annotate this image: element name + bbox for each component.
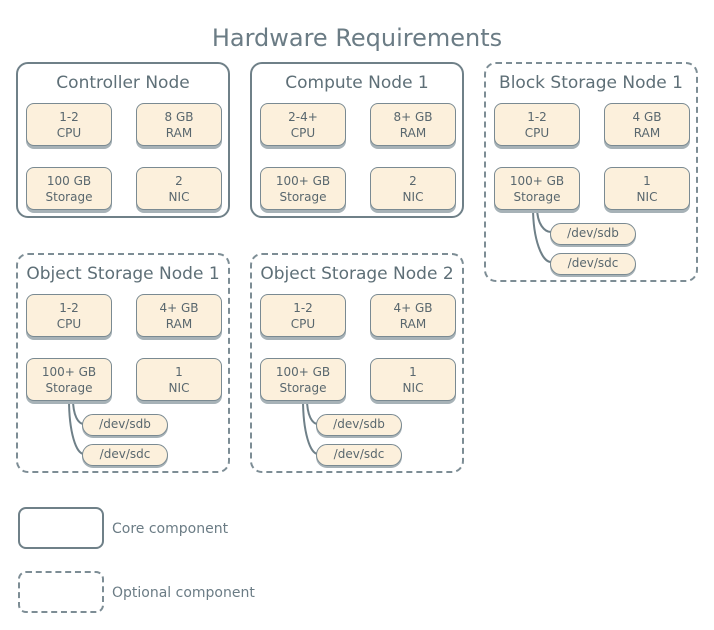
storage-value: 100+ GB [275,173,331,188]
block-storage-node-title: Block Storage Node 1 [499,73,683,93]
cpu-label: CPU [56,316,82,331]
disk-sdc: /dev/sdc [316,444,402,466]
storage-chip: 100 GB Storage [26,167,112,210]
nic-value: 1 [643,173,651,188]
object-storage-node-2: Object Storage Node 2 1-2 CPU 4+ GB RAM … [250,253,464,473]
cpu-chip: 1-2 CPU [260,294,346,337]
cpu-value: 1-2 [59,300,79,315]
cpu-chip: 1-2 CPU [494,103,580,146]
object-storage-node-2-title: Object Storage Node 2 [260,264,454,284]
storage-label: Storage [513,189,561,204]
ram-value: 4 GB [632,109,662,124]
ram-chip: 8 GB RAM [136,103,222,146]
nic-value: 1 [409,364,417,379]
disk-sdc: /dev/sdc [550,253,636,275]
object-storage-node-1: Object Storage Node 1 1-2 CPU 4+ GB RAM … [16,253,230,473]
ram-chip: 8+ GB RAM [370,103,456,146]
nic-value: 1 [175,364,183,379]
controller-node-title: Controller Node [56,73,190,93]
nic-chip: 2 NIC [370,167,456,210]
disk-sdb: /dev/sdb [316,414,402,436]
ram-chip: 4+ GB RAM [370,294,456,337]
disk-sdb: /dev/sdb [82,414,168,436]
cpu-value: 1-2 [293,300,313,315]
storage-value: 100+ GB [275,364,331,379]
ram-value: 4+ GB [393,300,433,315]
nic-label: NIC [402,189,424,204]
disk-sdc: /dev/sdc [82,444,168,466]
ram-label: RAM [165,316,193,331]
nic-label: NIC [168,380,190,395]
diagram-title: Hardware Requirements [211,24,503,52]
cpu-chip: 2-4+ CPU [260,103,346,146]
storage-value: 100+ GB [509,173,565,188]
ram-label: RAM [165,125,193,140]
nic-chip: 1 NIC [604,167,690,210]
storage-label: Storage [279,189,327,204]
cpu-value: 1-2 [59,109,79,124]
legend-optional-swatch [18,571,104,613]
storage-label: Storage [45,380,93,395]
controller-node: Controller Node 1-2 CPU 8 GB RAM 100 GB … [16,62,230,218]
nic-chip: 1 NIC [370,358,456,401]
nic-label: NIC [402,380,424,395]
ram-label: RAM [399,125,427,140]
storage-chip: 100+ GB Storage [26,358,112,401]
legend-core-label: Core component [112,521,229,537]
ram-value: 8+ GB [393,109,433,124]
nic-value: 2 [175,173,183,188]
storage-chip: 100+ GB Storage [260,358,346,401]
cpu-label: CPU [56,125,82,140]
legend-core-swatch [18,507,104,549]
cpu-chip: 1-2 CPU [26,103,112,146]
storage-label: Storage [279,380,327,395]
disk-sdb: /dev/sdb [550,223,636,245]
compute-node-title: Compute Node 1 [285,73,429,93]
block-storage-node: Block Storage Node 1 1-2 CPU 4 GB RAM 10… [484,62,698,282]
legend-optional-label: Optional component [112,585,255,601]
storage-label: Storage [45,189,93,204]
cpu-label: CPU [290,125,316,140]
nic-value: 2 [409,173,417,188]
nic-chip: 2 NIC [136,167,222,210]
compute-node: Compute Node 1 2-4+ CPU 8+ GB RAM 100+ G… [250,62,464,218]
ram-chip: 4 GB RAM [604,103,690,146]
cpu-value: 1-2 [527,109,547,124]
nic-label: NIC [168,189,190,204]
cpu-chip: 1-2 CPU [26,294,112,337]
storage-value: 100 GB [46,173,92,188]
cpu-value: 2-4+ [288,109,318,124]
storage-chip: 100+ GB Storage [494,167,580,210]
storage-value: 100+ GB [41,364,97,379]
storage-chip: 100+ GB Storage [260,167,346,210]
nic-label: NIC [636,189,658,204]
nic-chip: 1 NIC [136,358,222,401]
ram-value: 4+ GB [159,300,199,315]
ram-chip: 4+ GB RAM [136,294,222,337]
ram-value: 8 GB [164,109,194,124]
object-storage-node-1-title: Object Storage Node 1 [26,264,220,284]
cpu-label: CPU [524,125,550,140]
cpu-label: CPU [290,316,316,331]
ram-label: RAM [633,125,661,140]
ram-label: RAM [399,316,427,331]
